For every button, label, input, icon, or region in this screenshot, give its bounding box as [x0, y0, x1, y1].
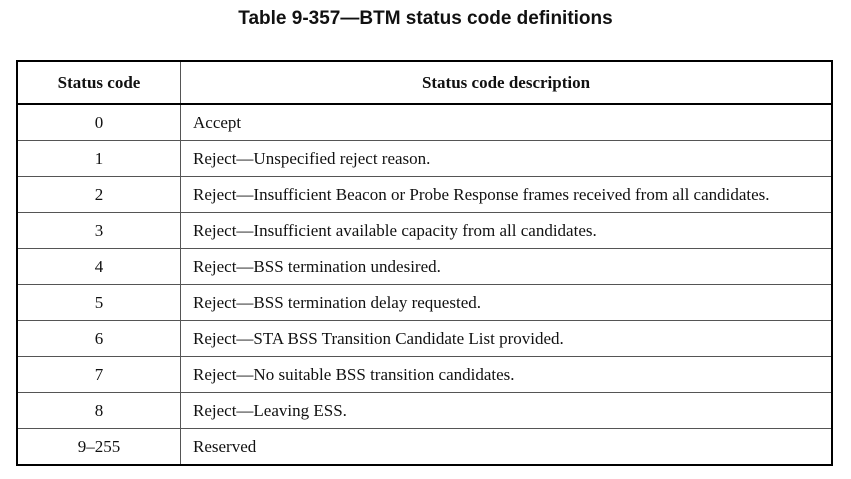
status-code-cell: 0	[16, 103, 181, 141]
status-code-cell: 2	[16, 176, 181, 213]
status-code-cell: 4	[16, 248, 181, 285]
description-cell: Reject—BSS termination undesired.	[180, 248, 833, 285]
header-row: Status code Status code description	[16, 60, 833, 105]
description-cell: Reject—BSS termination delay requested.	[180, 284, 833, 321]
description-cell: Reserved	[180, 428, 833, 466]
status-code-cell: 1	[16, 140, 181, 177]
header-status-code: Status code	[16, 60, 181, 105]
status-code-cell: 5	[16, 284, 181, 321]
description-cell: Reject—Insufficient available capacity f…	[180, 212, 833, 249]
status-code-cell: 9–255	[16, 428, 181, 466]
status-code-cell: 8	[16, 392, 181, 429]
header-status-description: Status code description	[180, 60, 833, 105]
table-title: Table 9-357—BTM status code definitions	[238, 8, 613, 29]
status-code-cell: 7	[16, 356, 181, 393]
status-code-cell: 3	[16, 212, 181, 249]
description-cell: Reject—Leaving ESS.	[180, 392, 833, 429]
description-cell: Reject—Unspecified reject reason.	[180, 140, 833, 177]
description-cell: Reject—Insufficient Beacon or Probe Resp…	[180, 176, 833, 213]
description-cell: Reject—No suitable BSS transition candid…	[180, 356, 833, 393]
status-code-cell: 6	[16, 320, 181, 357]
description-cell: Accept	[180, 103, 833, 141]
description-cell: Reject—STA BSS Transition Candidate List…	[180, 320, 833, 357]
